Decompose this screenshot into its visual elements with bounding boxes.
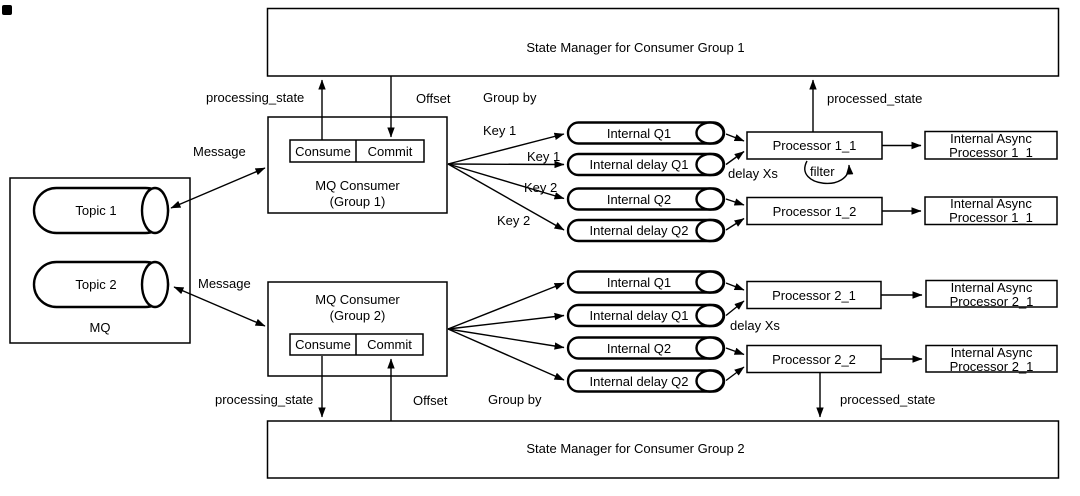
arrow-groupby-g2-q1 xyxy=(447,282,565,330)
arrow-message-g2 xyxy=(173,286,266,327)
queue-g1-delay-q2-cap xyxy=(695,218,725,243)
arrow-groupby-g1-q2 xyxy=(447,163,565,200)
consumer1-title-line2: (Group 1) xyxy=(329,194,386,209)
topic2-label: Topic 2 xyxy=(75,277,117,292)
consumer2-title-line2: (Group 2) xyxy=(329,308,386,323)
edge-label-delay-xs-g2: delay Xs xyxy=(730,318,780,333)
arrow-delayq1-p11 xyxy=(725,150,745,166)
mq-consumer-group2-box xyxy=(267,281,448,377)
async-g1-top-line2: Processor 1_1 xyxy=(949,144,1033,160)
edge-label-processing-state-g1: processing_state xyxy=(206,90,305,105)
queue-g2-q1-label: Internal Q1 xyxy=(606,274,672,290)
async-g2-top-line2: Processor 2_1 xyxy=(949,293,1034,309)
queue-g1-delay-q1-label: Internal delay Q1 xyxy=(589,157,689,172)
async-processor-g2-top-box xyxy=(925,279,1058,308)
queue-g2-delay-q1-cap xyxy=(695,303,725,328)
async-g2-bottom-line1: Internal Async xyxy=(950,344,1033,360)
processor-2-2-box xyxy=(746,344,882,374)
consumer2-consume-cell: Consume xyxy=(295,337,351,352)
edge-label-processed-state-g1: processed_state xyxy=(827,91,923,106)
consumer2-title-line1: MQ Consumer xyxy=(315,292,400,307)
queue-g1-delay-q1-cap xyxy=(695,152,725,177)
consumer1-consume-commit-table xyxy=(289,139,425,163)
processor-1-2-label: Processor 1_2 xyxy=(772,203,857,219)
edge-label-message-g2: Message xyxy=(198,276,251,291)
queue-g1-q1-label: Internal Q1 xyxy=(606,125,672,141)
mq-consumer-group1-box xyxy=(267,116,448,214)
async-processor-g2-bottom-box xyxy=(925,344,1058,373)
queue-g2-delay-q2-cap xyxy=(695,369,725,393)
arrow-delayq2-p22 xyxy=(725,366,745,382)
async-processor-g1-bottom-label: Internal Async Processor 1_1 xyxy=(925,197,1057,225)
async-g1-bottom-line1: Internal Async xyxy=(950,196,1032,211)
arrow-q1-p21 xyxy=(725,282,745,291)
arrow-q2-p12 xyxy=(725,198,745,206)
edge-label-key2-b: Key 2 xyxy=(497,213,531,228)
state-manager-1-label: State Manager for Consumer Group 1 xyxy=(526,40,745,55)
async-g2-top-line1: Internal Async xyxy=(950,279,1033,295)
consumer2-title: MQ Consumer (Group 2) xyxy=(268,292,447,324)
arrow-groupby-g2-delay-q2 xyxy=(447,328,565,381)
async-g1-top-line1: Internal Async xyxy=(950,130,1032,146)
queue-g1-q2-cap xyxy=(695,187,725,211)
arrow-q2-p22 xyxy=(725,347,745,356)
edge-label-message-g1: Message xyxy=(193,144,246,159)
edge-label-offset-g1: Offset xyxy=(416,91,451,106)
async-processor-g2-bottom-label: Internal Async Processor 2_1 xyxy=(926,344,1057,374)
edge-label-group-by-g2: Group by xyxy=(488,392,542,407)
edge-label-filter: filter xyxy=(810,164,835,179)
processor-1-1-label: Processor 1_1 xyxy=(772,138,857,153)
corner-mark xyxy=(2,5,12,15)
topic1-cylinder-cap xyxy=(140,186,170,235)
arrow-delayq2-p12 xyxy=(725,217,745,231)
arrow-filter-loop xyxy=(804,160,854,185)
edge-label-offset-g2: Offset xyxy=(413,393,448,408)
state-manager-2-box xyxy=(266,420,1060,479)
edge-label-key1-a: Key 1 xyxy=(483,123,517,138)
async-processor-g2-top-label: Internal Async Processor 2_1 xyxy=(926,279,1057,309)
consumer2-commit-cell: Commit xyxy=(367,337,412,352)
arrow-groupby-g2-delay-q1 xyxy=(447,312,565,330)
consumer1-consume-cell: Consume xyxy=(295,143,351,159)
arrow-groupby-g1-q1 xyxy=(447,132,565,165)
queue-g2-delay-q2-label: Internal delay Q2 xyxy=(589,373,689,389)
queue-g2-q2-label: Internal Q2 xyxy=(606,340,672,356)
consumer1-commit-cell: Commit xyxy=(367,143,413,159)
queue-g1-delay-q2-label: Internal delay Q2 xyxy=(589,223,689,238)
state-manager-2-label: State Manager for Consumer Group 2 xyxy=(526,441,745,456)
state-manager-1-box xyxy=(266,7,1060,77)
async-processor-g1-top-box xyxy=(924,130,1058,160)
arrow-groupby-g1-delay-q1 xyxy=(447,160,565,169)
edge-label-delay-xs-g1: delay Xs xyxy=(728,166,778,181)
arrow-q1-p11 xyxy=(725,133,745,142)
mq-label: MQ xyxy=(89,320,111,335)
async-g2-bottom-line2: Processor 2_1 xyxy=(949,358,1034,374)
queue-g2-delay-q1-label: Internal delay Q1 xyxy=(589,308,689,323)
async-g1-bottom-line2: Processor 1_1 xyxy=(949,210,1033,225)
processor-2-2-label: Processor 2_2 xyxy=(772,351,856,367)
topic2-cylinder-cap xyxy=(140,260,170,309)
processor-2-1-label: Processor 2_1 xyxy=(772,287,856,303)
edge-label-key2-a: Key 2 xyxy=(524,180,558,195)
queue-g2-q2-cap xyxy=(695,336,725,360)
arrow-groupby-g2-q2 xyxy=(447,328,565,350)
edge-label-processing-state-g2: processing_state xyxy=(215,392,314,407)
arrow-delayq1-p21 xyxy=(725,300,745,317)
arrow-message-g1 xyxy=(170,167,266,209)
queue-g1-q1-cap xyxy=(695,121,725,145)
consumer1-title: MQ Consumer (Group 1) xyxy=(268,178,447,210)
queue-g1-q2-label: Internal Q2 xyxy=(606,191,672,207)
edge-label-processed-state-g2: processed_state xyxy=(840,392,936,407)
consumer1-title-line1: MQ Consumer xyxy=(315,178,400,193)
arrow-groupby-g1-delay-q2 xyxy=(447,163,565,231)
edge-label-key1-b: Key 1 xyxy=(527,149,561,164)
async-processor-g1-top-label: Internal Async Processor 1_1 xyxy=(925,130,1057,160)
topic1-label: Topic 1 xyxy=(75,203,117,218)
edge-label-group-by-g1: Group by xyxy=(483,90,537,105)
async-processor-g1-bottom-box xyxy=(924,196,1058,226)
queue-g2-q1-cap xyxy=(695,270,725,294)
